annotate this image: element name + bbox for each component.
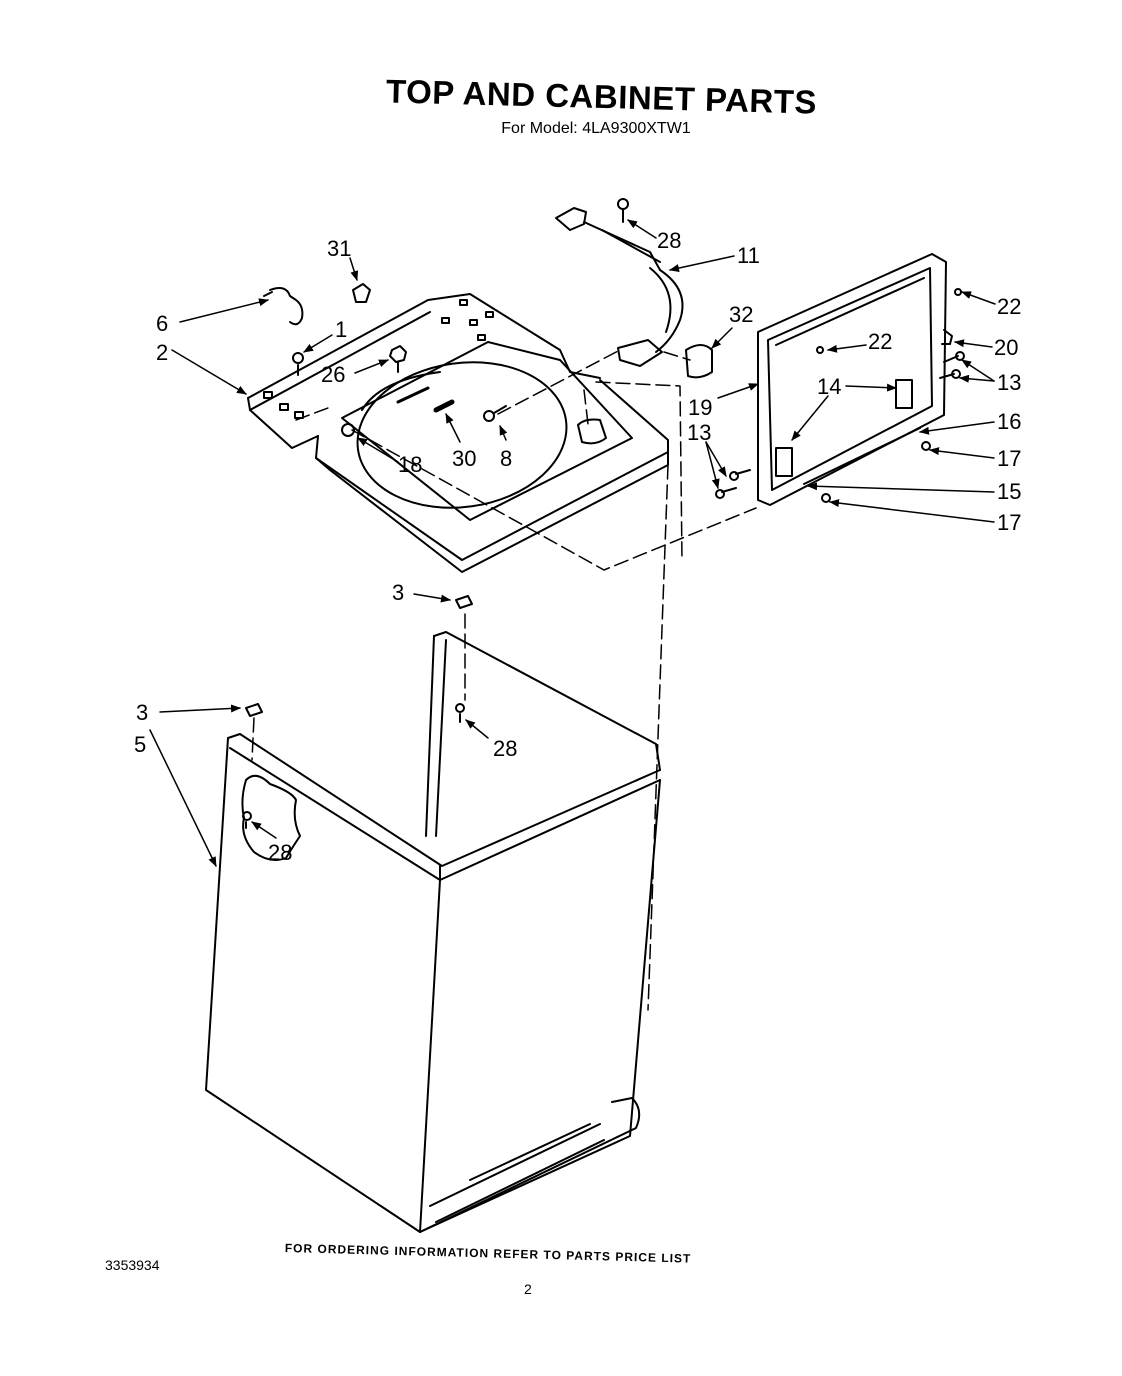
callout-13-left: 13: [687, 420, 711, 445]
washer-top-panel: [247, 293, 669, 573]
lid-switch-harness-part-11: [555, 207, 684, 367]
callout-32: 32: [729, 302, 753, 327]
page-number: 2: [524, 1281, 532, 1297]
callout-30: 30: [452, 446, 476, 471]
callout-17-upper: 17: [997, 446, 1021, 471]
clip-part-6: [263, 287, 304, 326]
screw-part-1: [292, 352, 304, 376]
callout-19: 19: [688, 395, 712, 420]
callout-22-lid: 22: [868, 329, 892, 354]
callout-28-front: 28: [268, 840, 292, 865]
callout-11: 11: [737, 243, 760, 268]
callout-14: 14: [817, 374, 841, 399]
nut-part-26: [389, 345, 407, 373]
callout-31: 31: [327, 236, 351, 261]
callout-8: 8: [500, 446, 512, 471]
callout-18: 18: [398, 452, 422, 477]
callout-13-right: 13: [997, 370, 1021, 395]
callout-15: 15: [997, 479, 1021, 504]
lid-assembly: [715, 253, 965, 506]
screw-part-28-top: [617, 198, 629, 223]
callout-28-harness: 28: [657, 228, 681, 253]
screw-part-8: [483, 405, 507, 422]
model-subtitle-text: For Model: 4LA9300XTW1: [501, 120, 691, 137]
bracket-part-32: [685, 344, 713, 379]
hinge-pin-part-18: [341, 423, 355, 437]
callout-17-lower: 17: [997, 510, 1021, 535]
assembly-lines: [251, 349, 757, 1011]
callout-3-front: 3: [136, 700, 148, 725]
model-subtitle: For Model: 4LA9300XTW1: [0, 120, 1122, 138]
callout-3-rear: 3: [392, 580, 404, 605]
cabinet: [205, 595, 661, 1233]
diagram-reference-number: 3353934: [105, 1257, 160, 1273]
bumper-part-31: [352, 283, 371, 303]
callout-20: 20: [994, 335, 1018, 360]
leader-lines: [149, 219, 996, 867]
callout-5: 5: [134, 732, 146, 757]
callout-28-cabinet: 28: [493, 736, 517, 761]
callout-16: 16: [997, 409, 1021, 434]
callout-2: 2: [156, 340, 168, 365]
callout-22-right: 22: [997, 294, 1021, 319]
callout-26: 26: [321, 362, 345, 387]
spring-part-30: [433, 399, 455, 413]
callout-1: 1: [335, 317, 347, 342]
callout-6: 6: [156, 311, 168, 336]
callout-labels: 31 6 1 2 26 18 30 8 28 11 32 22 22 20 14…: [134, 228, 1021, 865]
